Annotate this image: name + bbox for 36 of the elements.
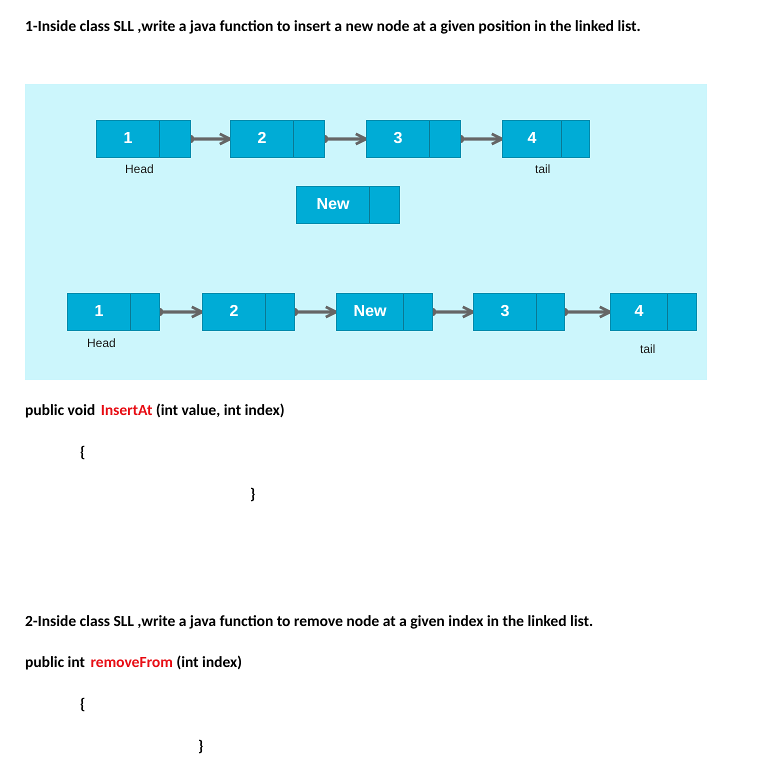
list-node-box <box>96 120 191 158</box>
node-caption: Head <box>87 336 116 350</box>
text: (int value, int index) <box>156 401 285 420</box>
node-caption: tail <box>535 162 550 176</box>
text: public void <box>25 401 96 420</box>
node-value: 2 <box>256 129 268 149</box>
list-node-box <box>366 120 461 158</box>
node-value: 4 <box>526 129 538 149</box>
node-caption: tail <box>640 342 656 356</box>
list-node-box <box>67 293 160 331</box>
node-value: 3 <box>500 302 510 322</box>
node-value: New <box>316 195 350 215</box>
node-value: New <box>352 302 388 322</box>
node-value: 4 <box>634 302 644 322</box>
node-value: 2 <box>228 302 240 322</box>
text: { <box>80 694 86 716</box>
list-node-box <box>230 120 325 158</box>
node-value: 1 <box>94 302 104 322</box>
text: { <box>80 442 86 464</box>
list-node-box <box>296 186 400 224</box>
node-value: 1 <box>122 129 134 149</box>
text: } <box>198 736 204 758</box>
list-node-box <box>473 293 565 331</box>
text: removeFrom <box>90 653 173 672</box>
text: InsertAt <box>100 401 152 420</box>
list-node-box <box>336 293 433 331</box>
node-caption: Head <box>125 162 154 176</box>
node-value: 3 <box>392 129 404 149</box>
text: 2-Inside class SLL ,write a java function to remove node at a given index in the linked list. <box>25 611 594 633</box>
text: 1-Inside class SLL ,write a java function to insert a new node at a given position in the linked list. <box>25 16 642 38</box>
text: } <box>250 484 256 506</box>
list-node-box <box>610 293 697 331</box>
list-node-box <box>502 120 590 158</box>
list-node-box <box>202 293 295 331</box>
text: public int <box>25 653 85 672</box>
text: (int index) <box>176 653 242 672</box>
